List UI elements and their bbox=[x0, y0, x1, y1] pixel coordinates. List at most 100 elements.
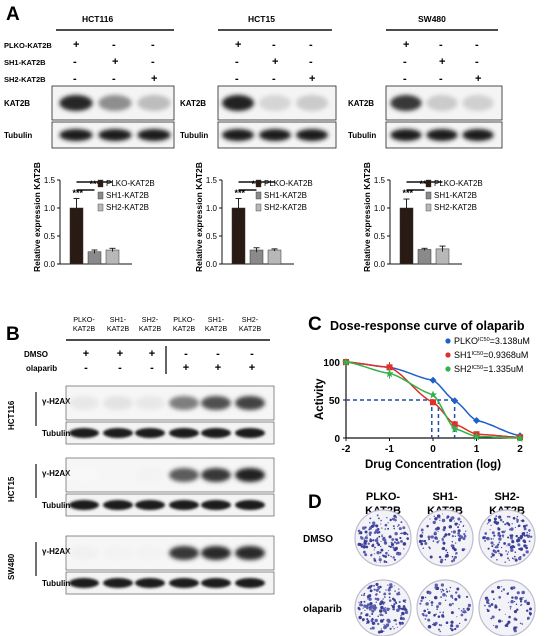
legend-label: SH1-KAT2B bbox=[106, 191, 149, 200]
tubulin-band bbox=[201, 578, 231, 588]
colony bbox=[381, 536, 384, 538]
significance-mark: *** bbox=[73, 188, 84, 198]
colony bbox=[490, 603, 494, 606]
tubulin-band bbox=[135, 500, 165, 510]
blot-band bbox=[98, 129, 132, 141]
condition-sign: + bbox=[73, 39, 79, 51]
colony bbox=[424, 596, 427, 599]
colony bbox=[523, 540, 527, 544]
tubulin-band bbox=[135, 578, 165, 588]
colony bbox=[420, 599, 423, 602]
colony bbox=[388, 592, 391, 595]
legend-marker-sh1 bbox=[445, 352, 451, 358]
blot-band bbox=[98, 95, 132, 111]
colony bbox=[445, 553, 449, 558]
tubulin-band bbox=[201, 428, 231, 438]
colony bbox=[358, 601, 360, 603]
colony bbox=[493, 534, 496, 537]
colony bbox=[440, 558, 444, 562]
colony bbox=[374, 538, 379, 543]
legend-label: SH1-KAT2B bbox=[264, 191, 307, 200]
y-tick-label: 1.5 bbox=[44, 176, 56, 185]
panel-b: PLKO-KAT2BSH1-KAT2BSH2-KAT2BPLKO-KAT2BSH… bbox=[7, 315, 275, 595]
colony bbox=[522, 553, 526, 557]
blot-label-tubulin: Tubulin bbox=[180, 131, 208, 140]
colony bbox=[363, 592, 366, 595]
colony bbox=[371, 612, 374, 616]
colony bbox=[508, 524, 510, 527]
legend-label: PLKO-KAT2B bbox=[434, 179, 483, 188]
colony bbox=[386, 516, 388, 519]
colony bbox=[438, 555, 442, 559]
colony bbox=[456, 616, 458, 618]
column-header: SH1- bbox=[110, 315, 127, 324]
colony bbox=[454, 535, 457, 537]
colony bbox=[440, 591, 443, 593]
colony bbox=[406, 533, 409, 536]
colony bbox=[366, 534, 368, 536]
colony bbox=[436, 540, 439, 544]
condition-sign: - bbox=[112, 73, 116, 85]
colony bbox=[380, 548, 384, 552]
colony bbox=[374, 529, 379, 533]
colony bbox=[528, 611, 531, 614]
blot-band bbox=[137, 95, 171, 111]
colony bbox=[446, 516, 449, 519]
treatment-sign: - bbox=[84, 362, 88, 374]
row-label-dmso: DMSO bbox=[303, 534, 333, 545]
colony bbox=[513, 626, 517, 630]
column-header: PLKO- bbox=[173, 315, 195, 324]
colony bbox=[388, 599, 392, 602]
cell-line-title-hct15: HCT15 bbox=[248, 14, 275, 24]
colony bbox=[377, 630, 381, 634]
legend-swatch bbox=[97, 203, 104, 212]
colony bbox=[366, 622, 368, 625]
column-header: KAT2B bbox=[73, 324, 95, 333]
colony bbox=[452, 530, 457, 534]
colony bbox=[526, 531, 528, 534]
colony bbox=[400, 532, 403, 535]
colony bbox=[441, 537, 444, 540]
blot-band bbox=[296, 129, 328, 141]
colony bbox=[384, 541, 387, 543]
colony bbox=[529, 607, 532, 611]
colony bbox=[398, 621, 402, 625]
colony bbox=[458, 608, 460, 610]
y-tick-label: 0.0 bbox=[374, 260, 386, 269]
colony bbox=[519, 600, 523, 603]
colony bbox=[510, 534, 514, 537]
colony bbox=[511, 540, 515, 544]
colony bbox=[484, 604, 486, 607]
colony bbox=[369, 534, 372, 536]
colony bbox=[504, 561, 506, 563]
legend-label: SH2-KAT2B bbox=[106, 203, 149, 212]
y-axis-label: Activity bbox=[314, 378, 326, 420]
colony bbox=[380, 605, 384, 610]
x-tick-label: 0 bbox=[430, 444, 436, 455]
colony bbox=[432, 540, 435, 542]
colony bbox=[375, 588, 379, 592]
colony bbox=[506, 553, 509, 556]
colony bbox=[498, 552, 500, 554]
treatment-label: DMSO bbox=[24, 350, 48, 359]
y-tick-label: 1.0 bbox=[206, 204, 218, 213]
legend-superscript: IC50 bbox=[472, 351, 484, 357]
cell-line-title-sw480: SW480 bbox=[418, 14, 446, 24]
colony bbox=[427, 624, 432, 629]
colony bbox=[421, 539, 424, 543]
colony bbox=[486, 601, 489, 604]
colony bbox=[508, 559, 511, 561]
condition-label: SH1-KAT2B bbox=[4, 58, 46, 67]
colony bbox=[397, 525, 399, 528]
colony bbox=[392, 518, 396, 521]
cell-line-label: HCT15 bbox=[7, 476, 16, 502]
blot-band bbox=[426, 129, 458, 141]
colony bbox=[513, 600, 516, 603]
colony bbox=[392, 525, 395, 528]
colony bbox=[384, 523, 388, 527]
column-header: SH2- bbox=[242, 315, 259, 324]
colony bbox=[377, 615, 379, 617]
colony bbox=[376, 551, 380, 555]
